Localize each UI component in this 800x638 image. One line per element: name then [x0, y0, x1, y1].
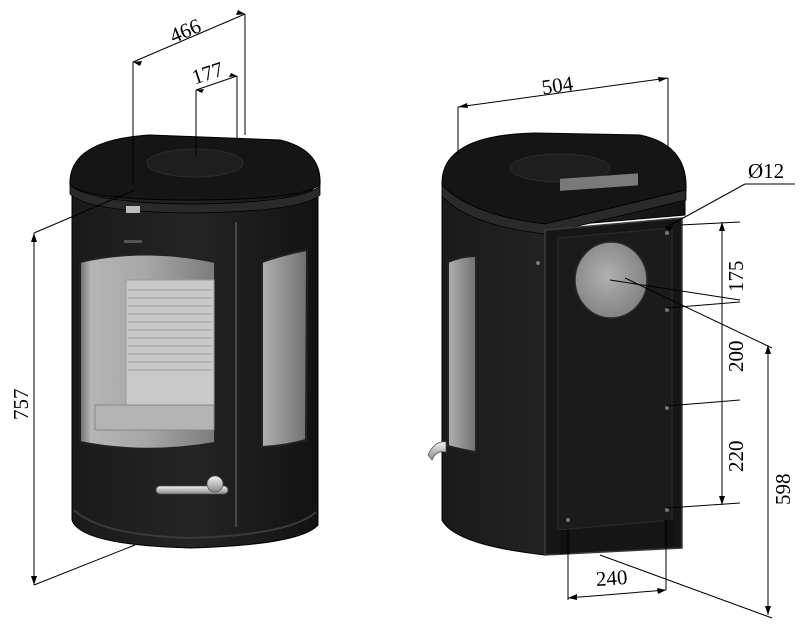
dim-outlet-height-label: 598 — [771, 474, 795, 506]
rear-stove-side-glass — [447, 254, 477, 454]
front-stove-top-outlet — [146, 148, 244, 178]
dimension-lines — [33, 13, 795, 619]
dimension-arrowheads — [31, 10, 771, 615]
dim-total-depth-label: 466 — [166, 14, 204, 48]
rear-stove-hole-3 — [665, 308, 669, 312]
rear-stove-hole-6 — [566, 518, 570, 522]
rear-stove-hole-5 — [665, 508, 669, 512]
rear-stove-side-handle — [427, 441, 447, 461]
front-stove-side-glass — [261, 248, 309, 449]
dim-outlet-offset-label: 177 — [189, 57, 226, 90]
front-stove-firebox — [125, 279, 215, 406]
rear-stove-hole-2 — [665, 231, 669, 235]
dim-vertical-1-label: 175 — [724, 261, 748, 293]
dim-vertical-3-label: 220 — [724, 441, 748, 473]
front-stove-door-handle — [155, 475, 229, 495]
front-stove-firebox-floor — [94, 404, 215, 431]
dim-hole-diameter-label: Ø12 — [748, 159, 784, 183]
front-stove-base-edge — [73, 509, 317, 540]
dim-bottom-width-label: 240 — [595, 565, 628, 591]
rear-view-stove — [427, 132, 687, 556]
rear-stove-top-vent — [560, 173, 638, 191]
rear-stove-hole-1 — [536, 261, 540, 265]
dim-width-label: 504 — [540, 71, 575, 99]
rear-stove-top-rim — [441, 183, 687, 235]
dim-vertical-2-label: 200 — [724, 341, 748, 373]
rear-stove-hole-4 — [665, 406, 669, 410]
front-stove-firebox-grille — [128, 289, 212, 371]
dim-height-label: 757 — [9, 389, 33, 421]
front-view-stove — [69, 134, 321, 549]
front-stove-logo — [124, 240, 142, 243]
rear-stove-foot-right — [664, 520, 674, 546]
rear-stove-foot-left — [560, 530, 570, 554]
front-stove-label-plate — [126, 206, 140, 213]
